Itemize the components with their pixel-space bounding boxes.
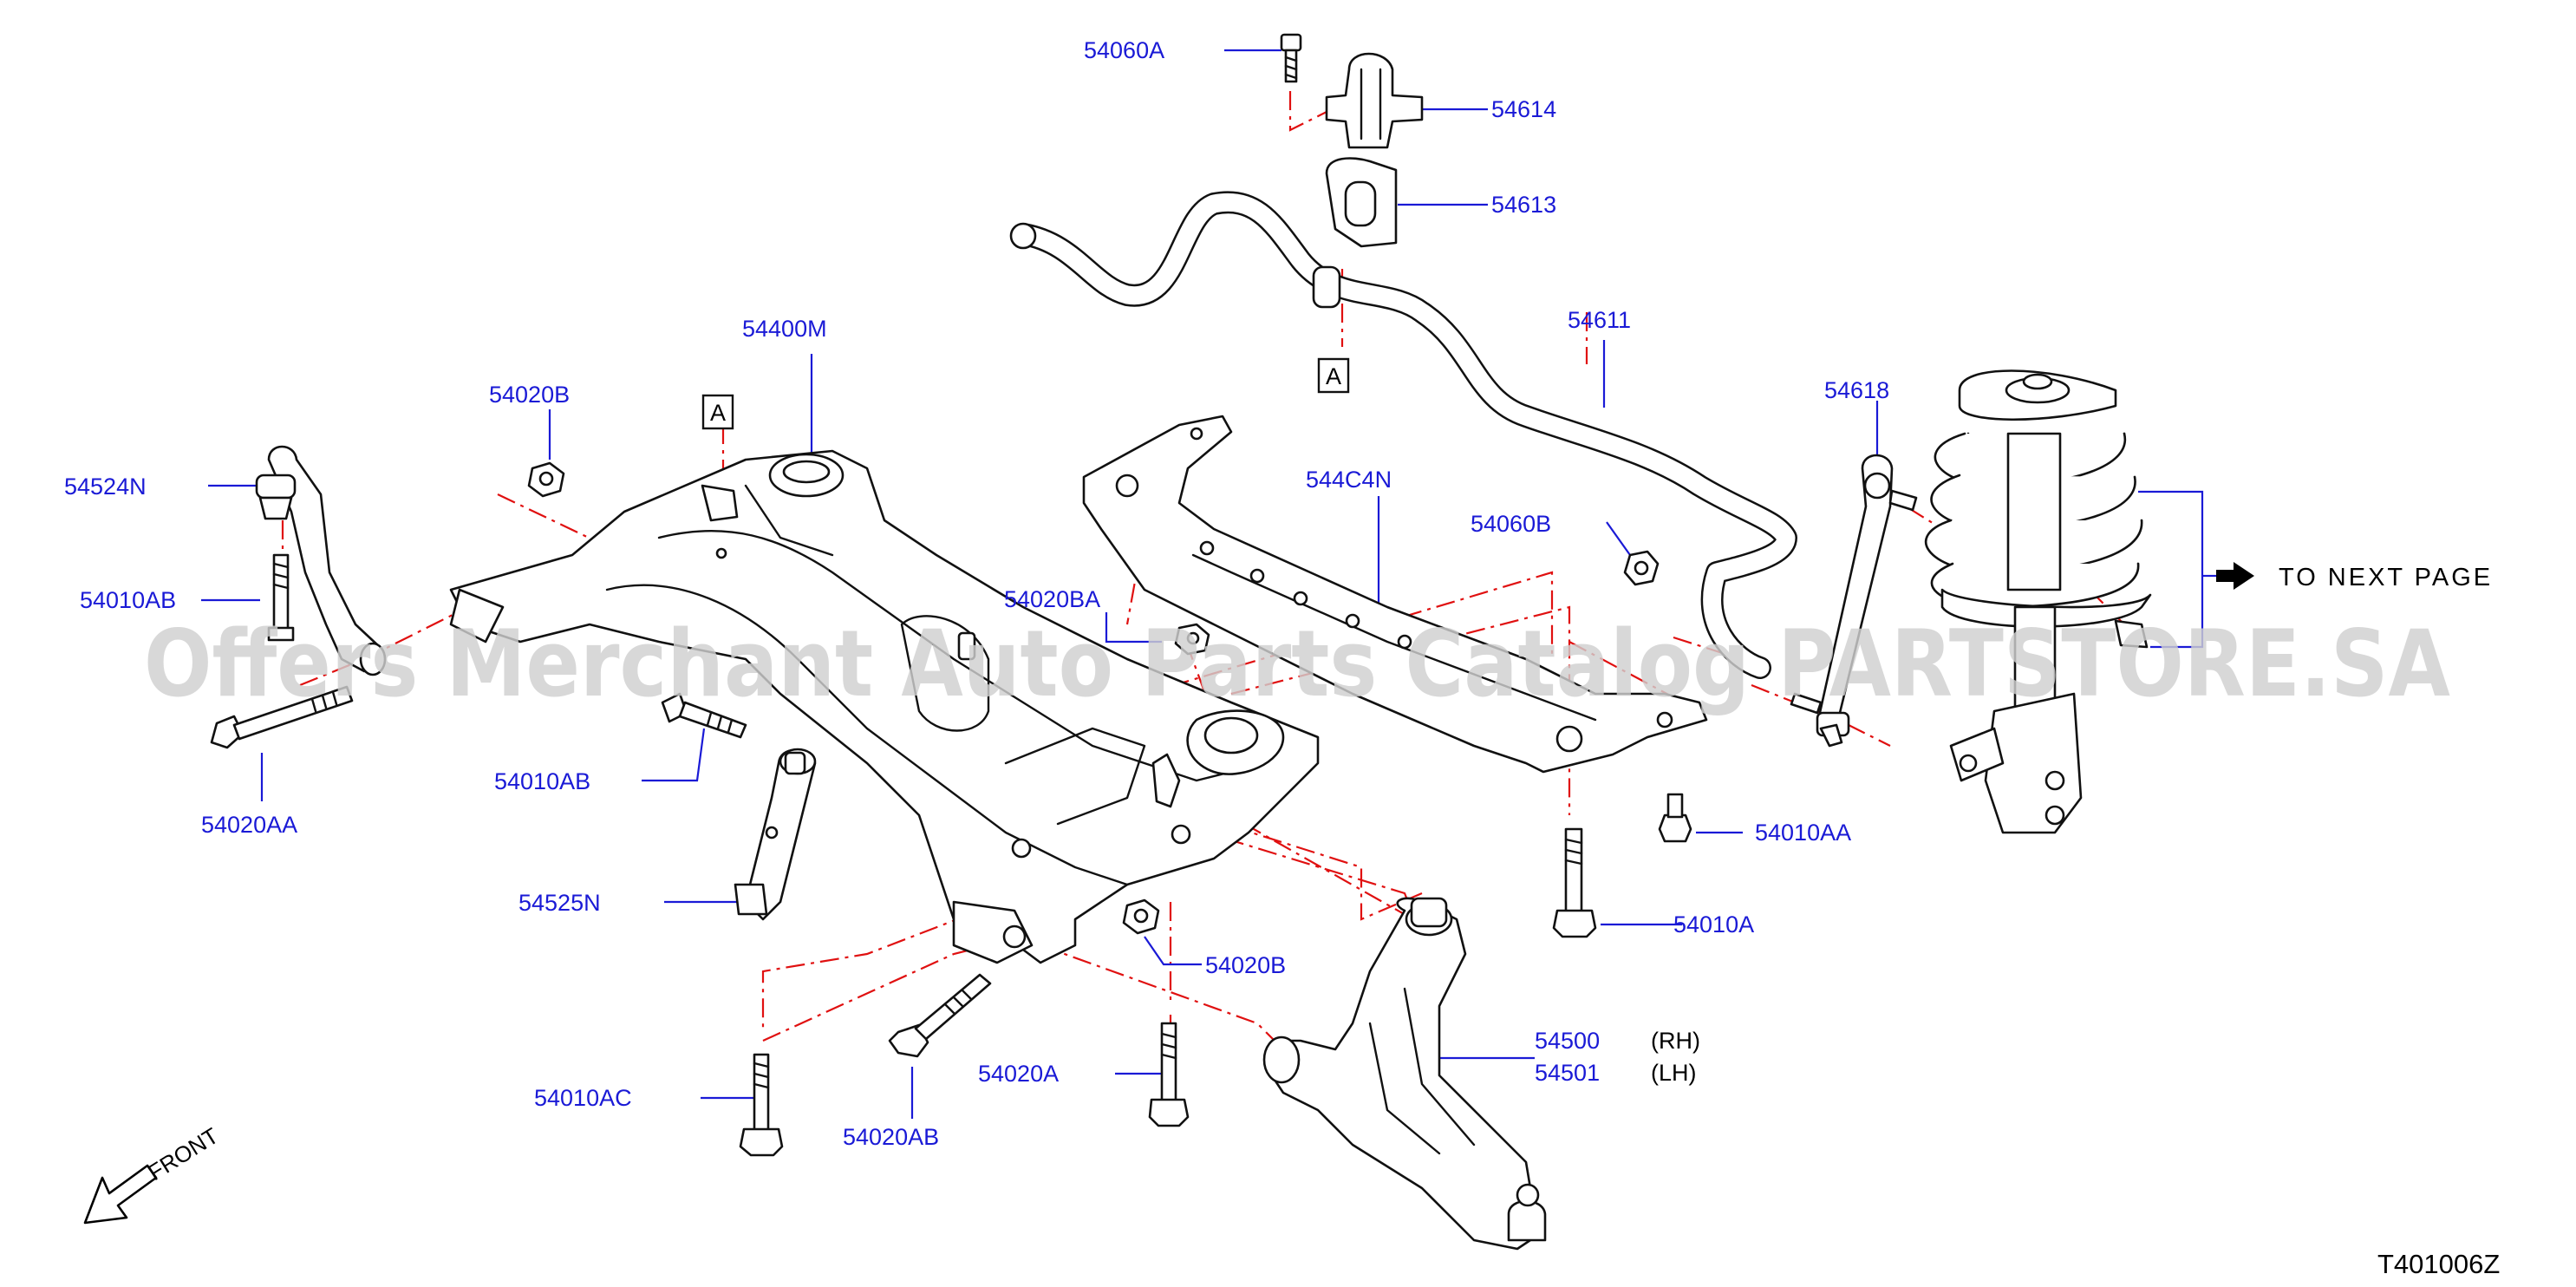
stabilizer-bushing[interactable] bbox=[1325, 157, 1398, 248]
ref-letter-left: A bbox=[710, 400, 726, 426]
label-54611[interactable]: 54611 bbox=[1568, 307, 1631, 333]
nut-54020B-top[interactable] bbox=[527, 461, 565, 498]
bolt-54020A[interactable] bbox=[1148, 1022, 1190, 1127]
bolt-54020AB[interactable] bbox=[888, 973, 992, 1058]
label-544C4N[interactable]: 544C4N bbox=[1306, 467, 1392, 493]
clamp-bolt[interactable] bbox=[1280, 33, 1302, 83]
front-arrow-icon bbox=[83, 1164, 158, 1225]
figure-code: T401006Z bbox=[2377, 1249, 2500, 1279]
label-54618[interactable]: 54618 bbox=[1824, 377, 1889, 403]
callout-leaders bbox=[201, 49, 2216, 1119]
ref-box-a-top: A bbox=[1317, 357, 1350, 394]
label-54613[interactable]: 54613 bbox=[1491, 192, 1556, 218]
nut-54020B-bottom[interactable] bbox=[1122, 898, 1160, 935]
label-54010AB-left[interactable]: 54010AB bbox=[80, 587, 176, 613]
strut-assembly[interactable] bbox=[1924, 369, 2152, 834]
lower-control-arm[interactable] bbox=[1262, 897, 1547, 1251]
rear-link-54525N[interactable] bbox=[734, 748, 817, 921]
label-54020BA[interactable]: 54020BA bbox=[1004, 586, 1100, 612]
label-54060A[interactable]: 54060A bbox=[1084, 37, 1164, 63]
side-lh: (LH) bbox=[1651, 1060, 1697, 1086]
label-54010AB-mid[interactable]: 54010AB bbox=[494, 768, 590, 794]
label-54525N[interactable]: 54525N bbox=[518, 890, 601, 916]
bolt-54010AB-left[interactable] bbox=[267, 553, 295, 642]
stabilizer-nut[interactable] bbox=[1623, 550, 1660, 586]
stabilizer-link[interactable] bbox=[1790, 454, 1918, 748]
nut-54020BA[interactable] bbox=[1174, 623, 1210, 656]
stabilizer-bar[interactable] bbox=[1009, 191, 1797, 679]
crossmember[interactable] bbox=[1082, 415, 1708, 774]
front-link-54524N[interactable] bbox=[255, 445, 387, 676]
label-54501[interactable]: 54501 bbox=[1535, 1060, 1600, 1086]
stabilizer-clamp[interactable] bbox=[1325, 52, 1424, 149]
arrow-right-icon bbox=[2216, 562, 2254, 590]
label-54020AB[interactable]: 54020AB bbox=[843, 1124, 939, 1150]
label-54010AA[interactable]: 54010AA bbox=[1755, 820, 1851, 846]
side-rh: (RH) bbox=[1651, 1028, 1700, 1054]
label-54020B-top[interactable]: 54020B bbox=[489, 382, 570, 408]
ref-letter-top: A bbox=[1326, 363, 1341, 389]
bolt-54010AB-mid[interactable] bbox=[661, 692, 747, 739]
label-54400M[interactable]: 54400M bbox=[742, 316, 827, 342]
ref-box-a-left: A bbox=[701, 394, 734, 430]
label-54500[interactable]: 54500 bbox=[1535, 1028, 1600, 1054]
next-page-label[interactable]: TO NEXT PAGE bbox=[2279, 564, 2493, 591]
label-54010A[interactable]: 54010A bbox=[1673, 911, 1754, 937]
label-54060B[interactable]: 54060B bbox=[1471, 511, 1551, 537]
label-54614[interactable]: 54614 bbox=[1491, 96, 1556, 122]
bolt-54020AA[interactable] bbox=[210, 685, 354, 749]
bolt-54010A[interactable] bbox=[1552, 827, 1597, 938]
label-54010AC[interactable]: 54010AC bbox=[534, 1085, 632, 1111]
front-indicator: FRONT bbox=[83, 1122, 223, 1225]
bolt-54010AA[interactable] bbox=[1658, 793, 1692, 843]
next-page-link[interactable]: TO NEXT PAGE bbox=[2216, 562, 2493, 591]
label-54524N[interactable]: 54524N bbox=[64, 474, 147, 500]
bolt-54010AC[interactable] bbox=[739, 1053, 784, 1157]
front-label: FRONT bbox=[143, 1122, 223, 1186]
front-subframe[interactable] bbox=[449, 449, 1320, 964]
part-labels: 54060A 54614 54613 54611 54400M 54020B 5… bbox=[64, 37, 1889, 1150]
label-54020B-bottom[interactable]: 54020B bbox=[1205, 952, 1286, 978]
watermark: Offers Merchant Auto Parts Catalog PARTS… bbox=[144, 611, 2450, 717]
label-54020AA[interactable]: 54020AA bbox=[201, 812, 297, 838]
label-54020A[interactable]: 54020A bbox=[978, 1061, 1059, 1087]
